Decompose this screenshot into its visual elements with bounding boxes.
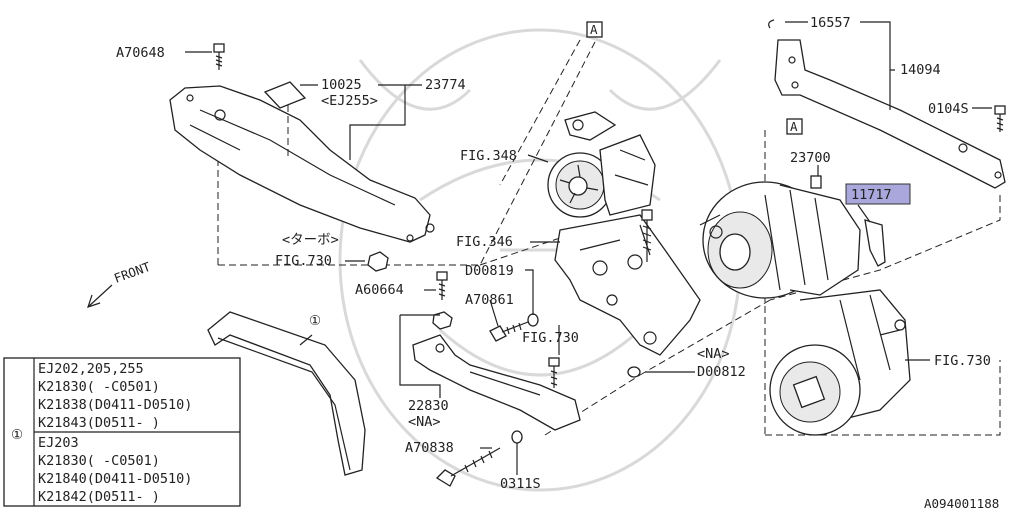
- callout-ej255: <EJ255>: [321, 93, 378, 109]
- drive-belt[interactable]: [207, 311, 366, 476]
- bolt-a70861[interactable]: [489, 321, 529, 342]
- nut-fig730-left[interactable]: [367, 251, 389, 272]
- callout-fig730-right[interactable]: FIG.730: [934, 353, 991, 369]
- callout-turbo: <ターボ>: [282, 232, 339, 248]
- table-row[interactable]: K21838(D0411-D0510): [38, 397, 192, 413]
- label-plate-10025[interactable]: [263, 81, 307, 109]
- bolt-0104s[interactable]: [994, 105, 1006, 132]
- table-engines-1: EJ202,205,255: [38, 361, 144, 377]
- callout-a70838[interactable]: A70838: [405, 440, 454, 456]
- nut-22830[interactable]: [432, 311, 453, 330]
- callout-22830[interactable]: 22830: [408, 398, 449, 414]
- callout-0104s[interactable]: 0104S: [928, 101, 969, 117]
- callout-0311s[interactable]: 0311S: [500, 476, 541, 492]
- ref-box-a-top[interactable]: A: [586, 21, 603, 38]
- washer-d00819[interactable]: [527, 313, 539, 327]
- callout-a60664[interactable]: A60664: [355, 282, 404, 298]
- bolt-a60664[interactable]: [436, 271, 448, 300]
- leader-lines: [185, 21, 992, 475]
- callout-14094[interactable]: 14094: [900, 62, 941, 78]
- callout-na-right: <NA>: [697, 346, 730, 362]
- bolt-fig730-mid[interactable]: [548, 357, 560, 388]
- svg-text:A: A: [590, 22, 598, 37]
- callout-belt-1[interactable]: ①: [309, 313, 321, 329]
- callout-fig730-mid[interactable]: FIG.730: [522, 330, 579, 346]
- heat-cover-23774[interactable]: [169, 85, 435, 243]
- table-row[interactable]: K21830( -C0501): [38, 379, 160, 395]
- terminal-23700-top[interactable]: [810, 175, 822, 189]
- callout-10025[interactable]: 10025: [321, 77, 362, 93]
- regulator-11717[interactable]: [864, 219, 886, 267]
- long-bolt-bracket[interactable]: [641, 209, 653, 262]
- belt-part-table: ① EJ202,205,255 K21830( -C0501) K21838(D…: [3, 357, 241, 507]
- table-row[interactable]: K21830( -C0501): [38, 453, 160, 469]
- front-label: FRONT: [112, 259, 153, 286]
- clip-16557[interactable]: [768, 19, 775, 29]
- front-arrow-icon: FRONT: [87, 259, 153, 308]
- callout-a70648[interactable]: A70648: [116, 45, 165, 61]
- bolt-a70648[interactable]: [213, 43, 225, 70]
- diagram-id: A094001188: [924, 496, 999, 511]
- table-engines-2: EJ203: [38, 435, 79, 451]
- callout-16557[interactable]: 16557: [810, 15, 851, 31]
- callout-na-22830: <NA>: [408, 414, 441, 430]
- table-row[interactable]: K21840(D0411-D0510): [38, 471, 192, 487]
- callout-23774[interactable]: 23774: [425, 77, 466, 93]
- bracket-fig346[interactable]: [554, 214, 701, 356]
- callout-23700[interactable]: 23700: [790, 150, 831, 166]
- highlight-11717[interactable]: [845, 183, 911, 205]
- callout-d00812[interactable]: D00812: [697, 364, 746, 380]
- callout-fig348[interactable]: FIG.348: [460, 148, 517, 164]
- bracket-22830[interactable]: [412, 334, 581, 431]
- svg-text:A: A: [790, 119, 798, 134]
- table-row[interactable]: K21842(D0511- ): [38, 489, 160, 505]
- ac-compressor[interactable]: [769, 289, 911, 436]
- alternator-23700[interactable]: [699, 181, 861, 299]
- power-steering-pump[interactable]: [547, 111, 656, 218]
- callout-11717[interactable]: 11717: [851, 187, 892, 203]
- table-row[interactable]: K21843(D0511- ): [38, 415, 160, 431]
- stay-14094[interactable]: [774, 39, 1006, 189]
- ref-box-a-mid[interactable]: A: [786, 118, 803, 135]
- callout-fig730-left[interactable]: FIG.730: [275, 253, 332, 269]
- washer-0311s[interactable]: [511, 430, 523, 444]
- washer-d00812[interactable]: [627, 366, 641, 378]
- callout-fig346[interactable]: FIG.346: [456, 234, 513, 250]
- table-circled-1: ①: [11, 427, 23, 443]
- bolt-a70838[interactable]: [435, 447, 501, 487]
- callout-d00819[interactable]: D00819: [465, 263, 514, 279]
- callout-a70861[interactable]: A70861: [465, 292, 514, 308]
